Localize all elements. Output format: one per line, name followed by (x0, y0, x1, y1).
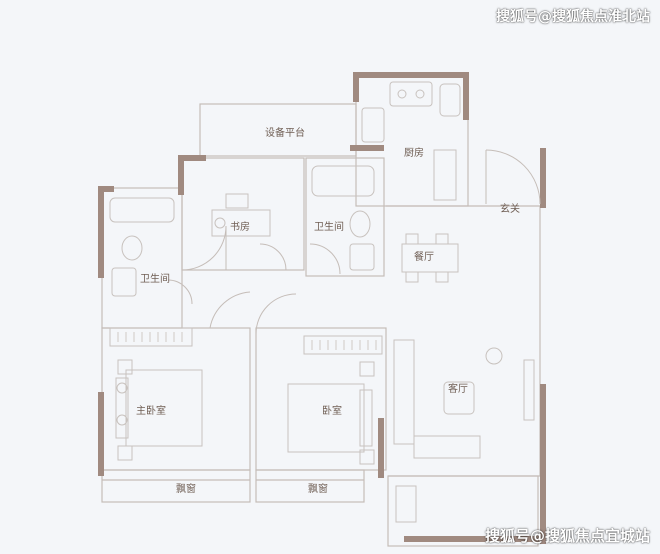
master-bed-icon (125, 369, 203, 447)
master-door (209, 291, 251, 329)
right-wall-lower (540, 384, 546, 544)
label-living: 客厅 (448, 382, 468, 395)
study-door-2 (259, 243, 287, 271)
doors (167, 149, 541, 335)
toilet-icon (349, 210, 371, 238)
study-left-wall (178, 155, 184, 195)
left-corner-wall (98, 186, 114, 192)
left-wing-outline (101, 187, 183, 329)
dining-table-icon (401, 243, 459, 273)
label-dining: 餐厅 (414, 250, 434, 263)
stove-icon (389, 81, 433, 107)
left-bath-shower-icon (109, 197, 175, 223)
bay-window-left-outline (101, 469, 251, 503)
living-outline (386, 205, 541, 477)
watermark-top: 搜狐号@搜狐焦点淮北站 (496, 9, 650, 25)
thin-walls (101, 75, 541, 547)
coffee-table-icon (443, 381, 475, 415)
kitchen-sink-icon (361, 107, 385, 143)
label-bay-window-left: 飘窗 (176, 482, 196, 495)
label-entrance: 玄关 (500, 202, 520, 215)
label-kitchen: 厨房 (404, 146, 424, 159)
bedroom-bed-icon (287, 383, 365, 453)
label-bedroom: 卧室 (322, 404, 342, 417)
label-study: 书房 (230, 220, 250, 233)
tv-cabinet-icon (523, 359, 535, 421)
washer-icon (395, 485, 417, 523)
bedroom-door (255, 293, 297, 335)
bath-door (309, 243, 341, 275)
left-bath-door (167, 279, 193, 305)
kitchen-top-wall (353, 72, 469, 78)
left-basin-icon (111, 267, 137, 297)
sofa-icon (393, 339, 415, 445)
basin-icon (349, 243, 375, 271)
bath-top-wall (350, 145, 384, 151)
entrance-door (485, 149, 541, 205)
watermark-bottom: 搜狐号@搜狐焦点宜城站 (484, 527, 650, 545)
wardrobe-bedroom-icon (303, 335, 383, 355)
label-master-bedroom: 主卧室 (136, 404, 166, 417)
left-toilet-icon (121, 235, 143, 261)
furniture (109, 81, 535, 523)
wardrobe-master-icon (109, 327, 193, 347)
plant-icon (485, 347, 503, 365)
thick-walls (98, 72, 546, 544)
bathtub-icon (311, 165, 375, 197)
fridge-icon (433, 149, 457, 201)
study-desk-icon (211, 209, 271, 237)
entrance-wall (540, 148, 546, 208)
label-bathroom-center: 卫生间 (314, 220, 344, 233)
label-equipment-platform: 设备平台 (265, 126, 305, 139)
label-bay-window-right: 飘窗 (308, 482, 328, 495)
kitchen-counter-icon (439, 83, 461, 117)
bay-window-right-outline (255, 469, 365, 503)
left-wall-upper (98, 186, 104, 278)
kitchen-outline (355, 75, 469, 207)
label-bathroom-left: 卫生间 (140, 272, 170, 285)
master-bedroom-outline (101, 327, 251, 471)
bathroom-center-outline (305, 157, 385, 277)
kitchen-left-wall (353, 72, 359, 102)
study-door (181, 225, 227, 271)
bedroom-outline (255, 327, 387, 471)
bedroom-right-wall (378, 418, 384, 478)
kitchen-right-wall (463, 72, 469, 120)
study-outline (181, 157, 305, 271)
left-wall-lower (98, 392, 104, 476)
study-chair-icon (225, 193, 249, 209)
balcony-bottom-wall (404, 536, 540, 542)
study-top-wall-left (178, 155, 206, 161)
room-labels: 设备平台 厨房 玄关 书房 卫生间 卫生间 餐厅 客厅 主卧室 卧室 飘窗 飘窗 (136, 126, 520, 495)
